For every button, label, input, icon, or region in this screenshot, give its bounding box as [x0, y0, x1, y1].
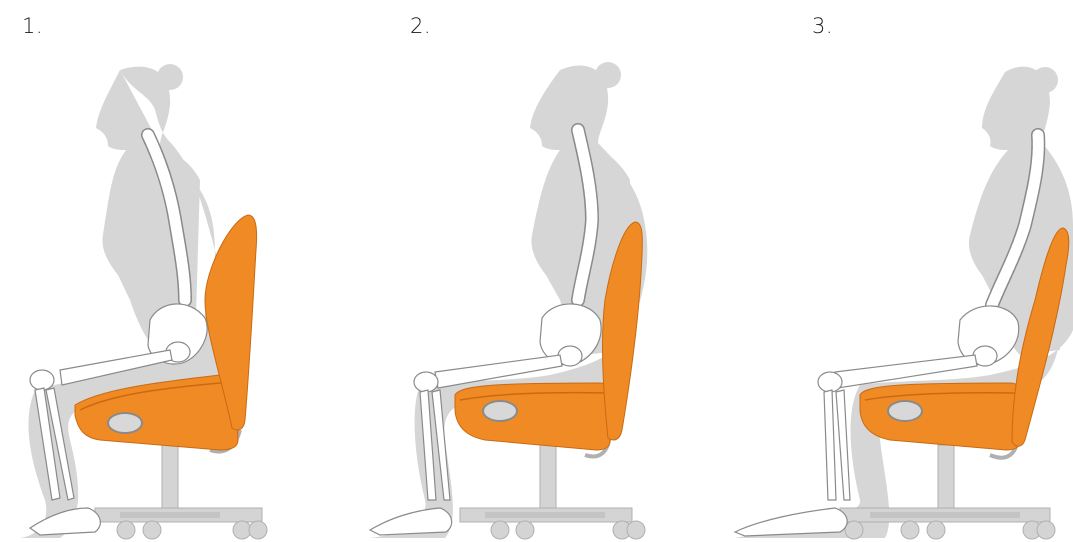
posture-panel-2: 2. [360, 0, 720, 542]
seated-figure-illustration-3 [720, 0, 1073, 542]
seated-figure-illustration-1 [0, 0, 360, 542]
chair-seat [455, 383, 610, 450]
chair-seat [860, 383, 1020, 450]
chair-base [460, 435, 645, 539]
posture-panel-1: 1. [0, 0, 360, 542]
body-silhouette [735, 67, 1073, 538]
seated-figure-illustration-2 [360, 0, 720, 542]
posture-panel-3: 3. [720, 0, 1073, 542]
